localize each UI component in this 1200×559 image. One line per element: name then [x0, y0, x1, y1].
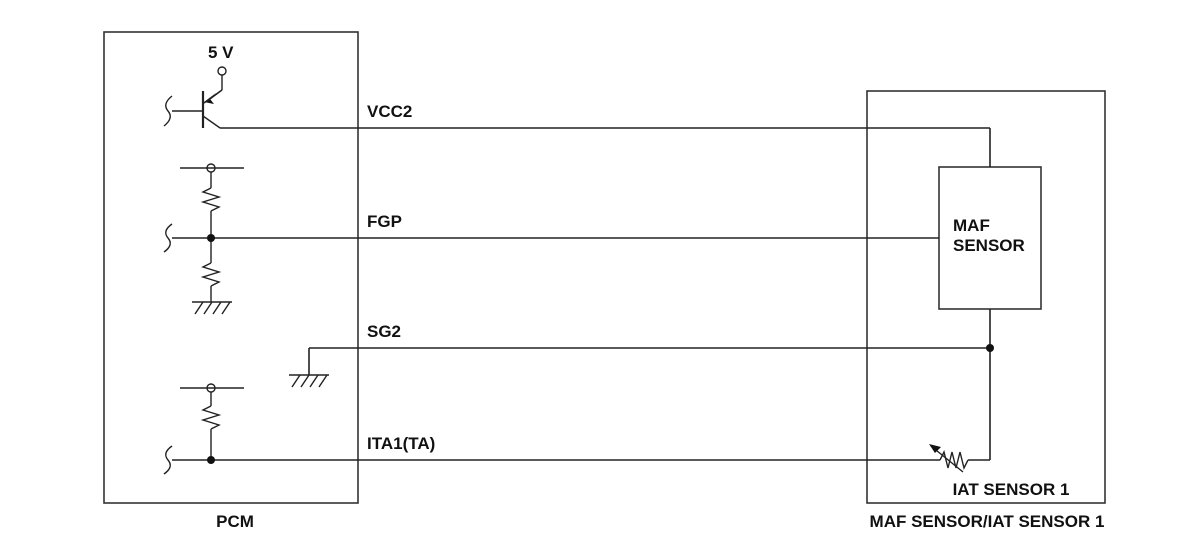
maf-sensor-label-line1: MAF — [953, 216, 990, 235]
module-label: MAF SENSOR/IAT SENSOR 1 — [870, 512, 1105, 531]
supply-5v-label: 5 V — [208, 43, 234, 62]
maf-sensor-label-line2: SENSOR — [953, 236, 1025, 255]
iat-sensor-label: IAT SENSOR 1 — [953, 480, 1070, 499]
ita1-junction-dot — [207, 456, 215, 464]
signal-label-vcc2: VCC2 — [367, 102, 412, 121]
fgp-pulldown-resistor — [200, 262, 222, 287]
sensor-module-box — [866, 90, 1106, 504]
signal-label-fgp: FGP — [367, 212, 402, 231]
signal-label-sg2: SG2 — [367, 322, 401, 341]
ita1-pullup-resistor — [200, 405, 222, 430]
connector-symbol-vcc2 — [163, 95, 173, 127]
pcm-label: PCM — [216, 512, 254, 531]
sg2-junction-dot — [986, 344, 994, 352]
pcm-box — [103, 31, 359, 504]
connector-symbol-fgp — [163, 223, 173, 253]
fgp-pullup-resistor — [200, 187, 222, 212]
iat-thermistor — [939, 449, 969, 471]
connector-symbol-ita1 — [163, 445, 173, 475]
signal-label-ita1: ITA1(TA) — [367, 434, 435, 453]
fgp-junction-dot — [207, 234, 215, 242]
supply-terminal — [217, 66, 227, 76]
